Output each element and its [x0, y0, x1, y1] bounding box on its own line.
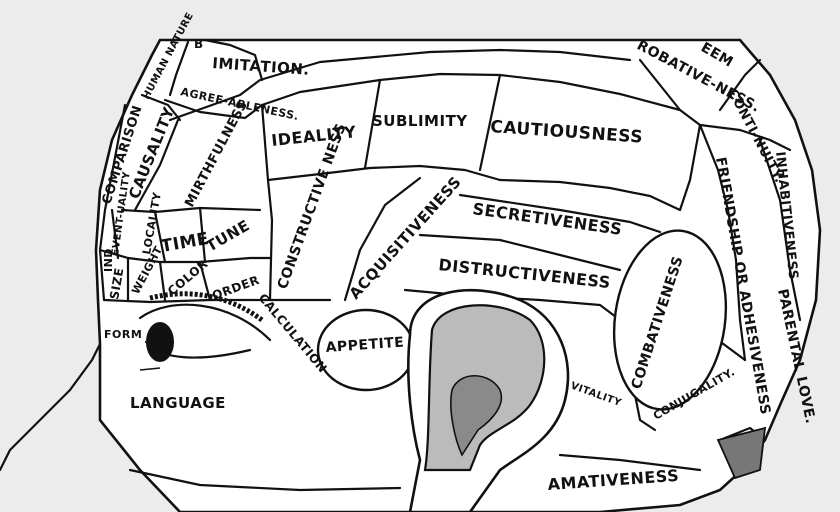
eye: [138, 291, 272, 371]
region-boundaries: [98, 38, 802, 442]
neck-line: [558, 453, 702, 472]
combativeness-region: [612, 229, 728, 411]
face-profile: [0, 342, 102, 472]
label-appetite: APPETITE: [325, 335, 405, 356]
label-form: FORM: [104, 328, 142, 341]
label-individuality: IND: [102, 248, 115, 272]
ear: [407, 288, 570, 512]
jaw-line: [128, 468, 402, 492]
label-sublimity: SUBLIMITY: [372, 112, 468, 130]
label-language: LANGUAGE: [130, 394, 226, 412]
label-benevolence-partial: B: [194, 37, 204, 51]
label-size: SIZE: [107, 267, 126, 301]
nape-shade: [716, 426, 767, 480]
